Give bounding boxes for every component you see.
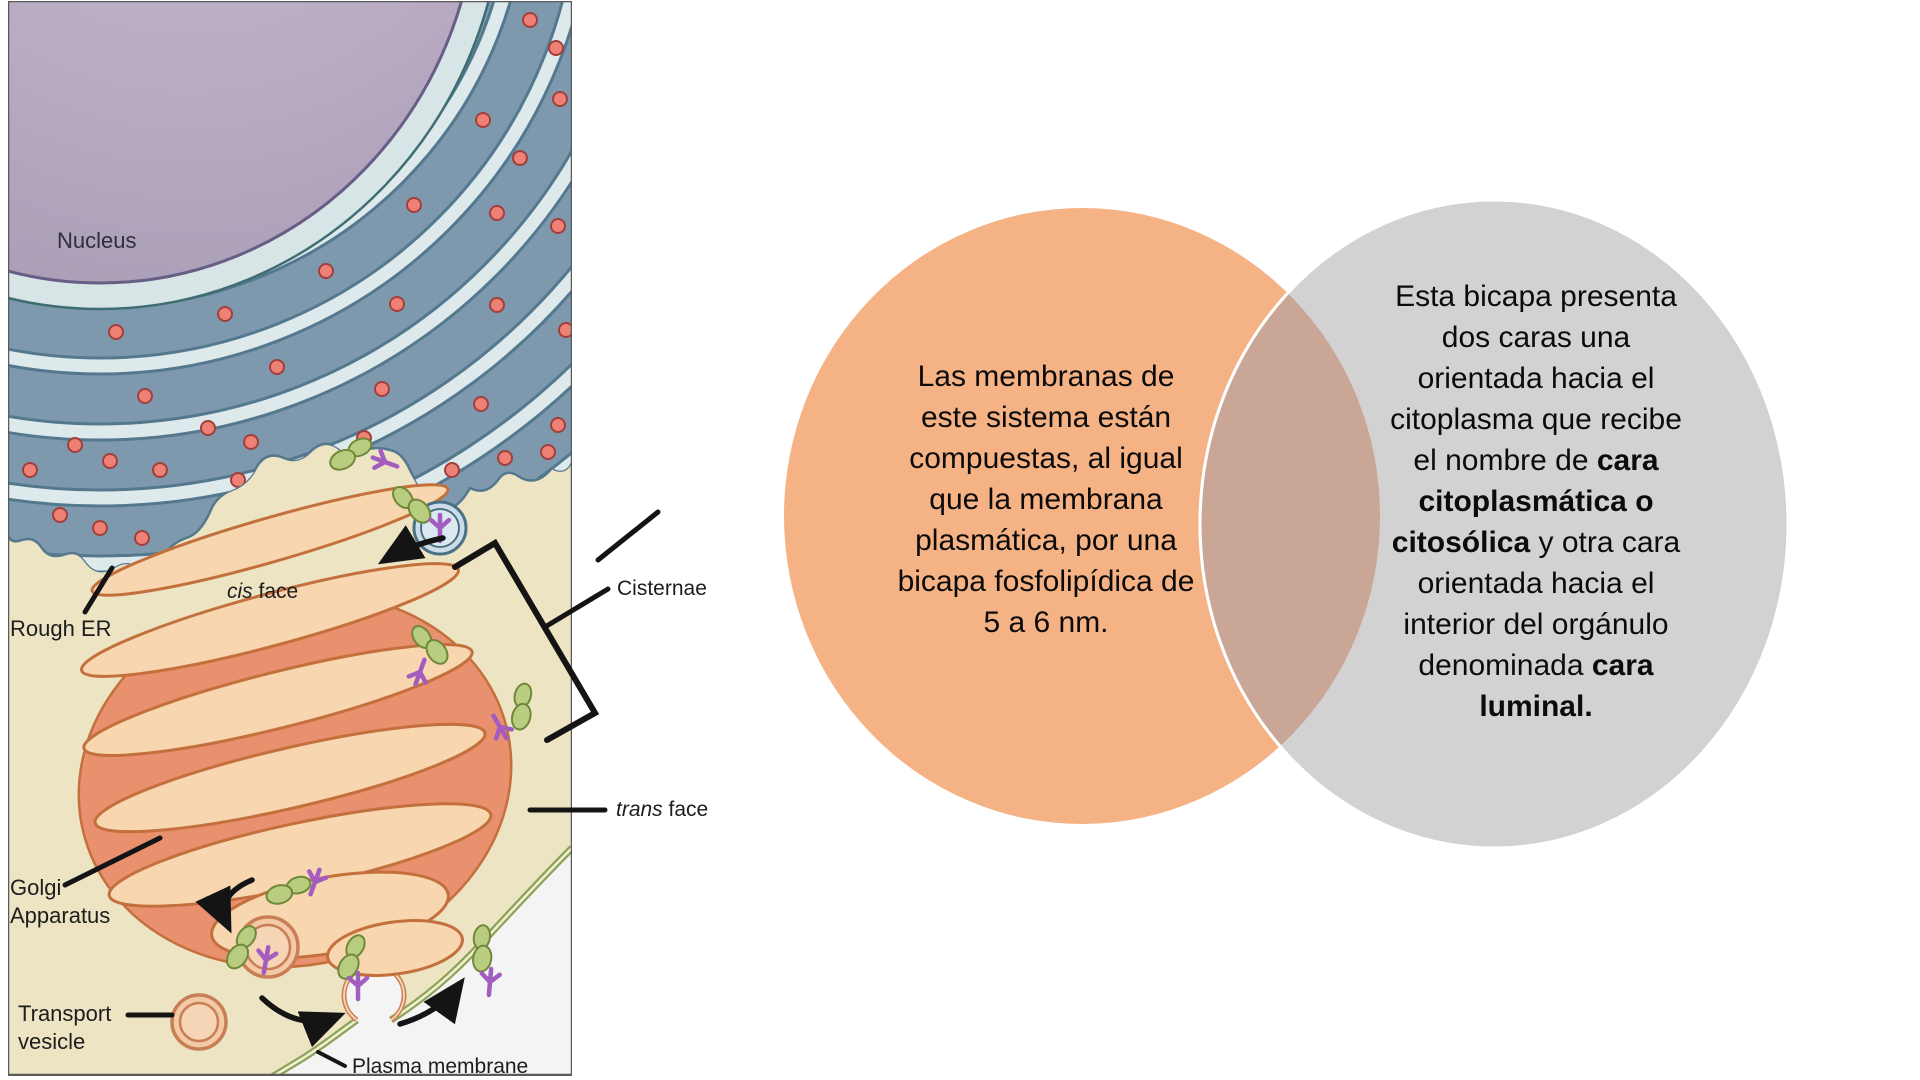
venn-right-line: dos caras una [1441, 321, 1631, 354]
venn-left-line: que la membrana [929, 483, 1163, 516]
venn-right-line: el nombre de cara [1413, 444, 1659, 477]
label-leader-lines [62, 509, 661, 1068]
membrane-proteins-green [226, 437, 533, 980]
venn-right-line: Esta bicapa presenta [1395, 280, 1677, 313]
golgi-label-line1: Golgi [10, 875, 62, 900]
nucleus-label: Nucleus [57, 228, 137, 253]
venn-left-line: 5 a 6 nm. [983, 606, 1109, 639]
venn-left-line: bicapa fosfolipídica de [897, 565, 1195, 598]
transport-vesicle-label: Transport vesicle [18, 1000, 111, 1056]
extracellular-space [273, 848, 572, 1076]
venn-shapes [784, 198, 1790, 850]
venn-right-line: citosólica y otra cara [1391, 526, 1681, 559]
venn-right-line: luminal. [1479, 690, 1593, 723]
rough-er-leader [82, 565, 115, 615]
golgi-label-line2: Apparatus [10, 903, 111, 928]
transport-label-line1: Transport [18, 1001, 112, 1026]
trans-face-rest: face [662, 798, 709, 821]
nucleus-shape [8, 1, 490, 311]
venn-right-line: citoplasmática o [1418, 485, 1654, 518]
er-to-golgi-arrow-line [595, 509, 661, 563]
plasma-membrane-label: Plasma membrane [352, 1055, 529, 1078]
venn-right-line: orientada hacia el [1417, 567, 1655, 600]
golgi-apparatus-label: Golgi Apparatus [10, 874, 110, 930]
cell-diagram [8, 1, 572, 1076]
cis-face-italic: cis [227, 580, 253, 603]
venn-right-line: orientada hacia el [1417, 362, 1655, 395]
venn-left-text: Las membranas de este sistema están comp… [846, 356, 1246, 643]
cisternae-bracket [452, 538, 600, 743]
venn-right-line: interior del orgánulo [1403, 608, 1669, 641]
venn-right-line: denominada cara [1418, 649, 1654, 682]
plasma-membrane-leader [316, 1050, 347, 1068]
trans-face-italic: trans [616, 798, 663, 821]
ribosome-dots [22, 12, 572, 546]
venn-right-line: citoplasma que recibe [1390, 403, 1682, 436]
diagram-border [8, 1, 572, 1076]
venn-overlap-white-arc [1198, 208, 1380, 824]
cis-face-label: cis face [227, 579, 298, 605]
venn-left-line: compuestas, al igual [909, 442, 1183, 475]
transport-label-line2: vesicle [18, 1029, 86, 1054]
cis-face-rest: face [252, 580, 299, 603]
venn-left-line: Las membranas de [917, 360, 1175, 393]
golgi-leader [62, 835, 163, 888]
cisternae-leader [542, 586, 611, 630]
venn-left-line: este sistema están [920, 401, 1172, 434]
glycoprotein-glyphs-purple [256, 448, 515, 1002]
venn-right-text: Esta bicapa presenta dos caras una orien… [1336, 276, 1736, 727]
transport-flow-arrows [195, 525, 465, 1048]
trans-face-label: trans face [616, 797, 708, 823]
venn-left-line: plasmática, por una [915, 524, 1177, 557]
cisternae-label: Cisternae [617, 577, 707, 600]
rough-er-label: Rough ER [10, 616, 112, 641]
